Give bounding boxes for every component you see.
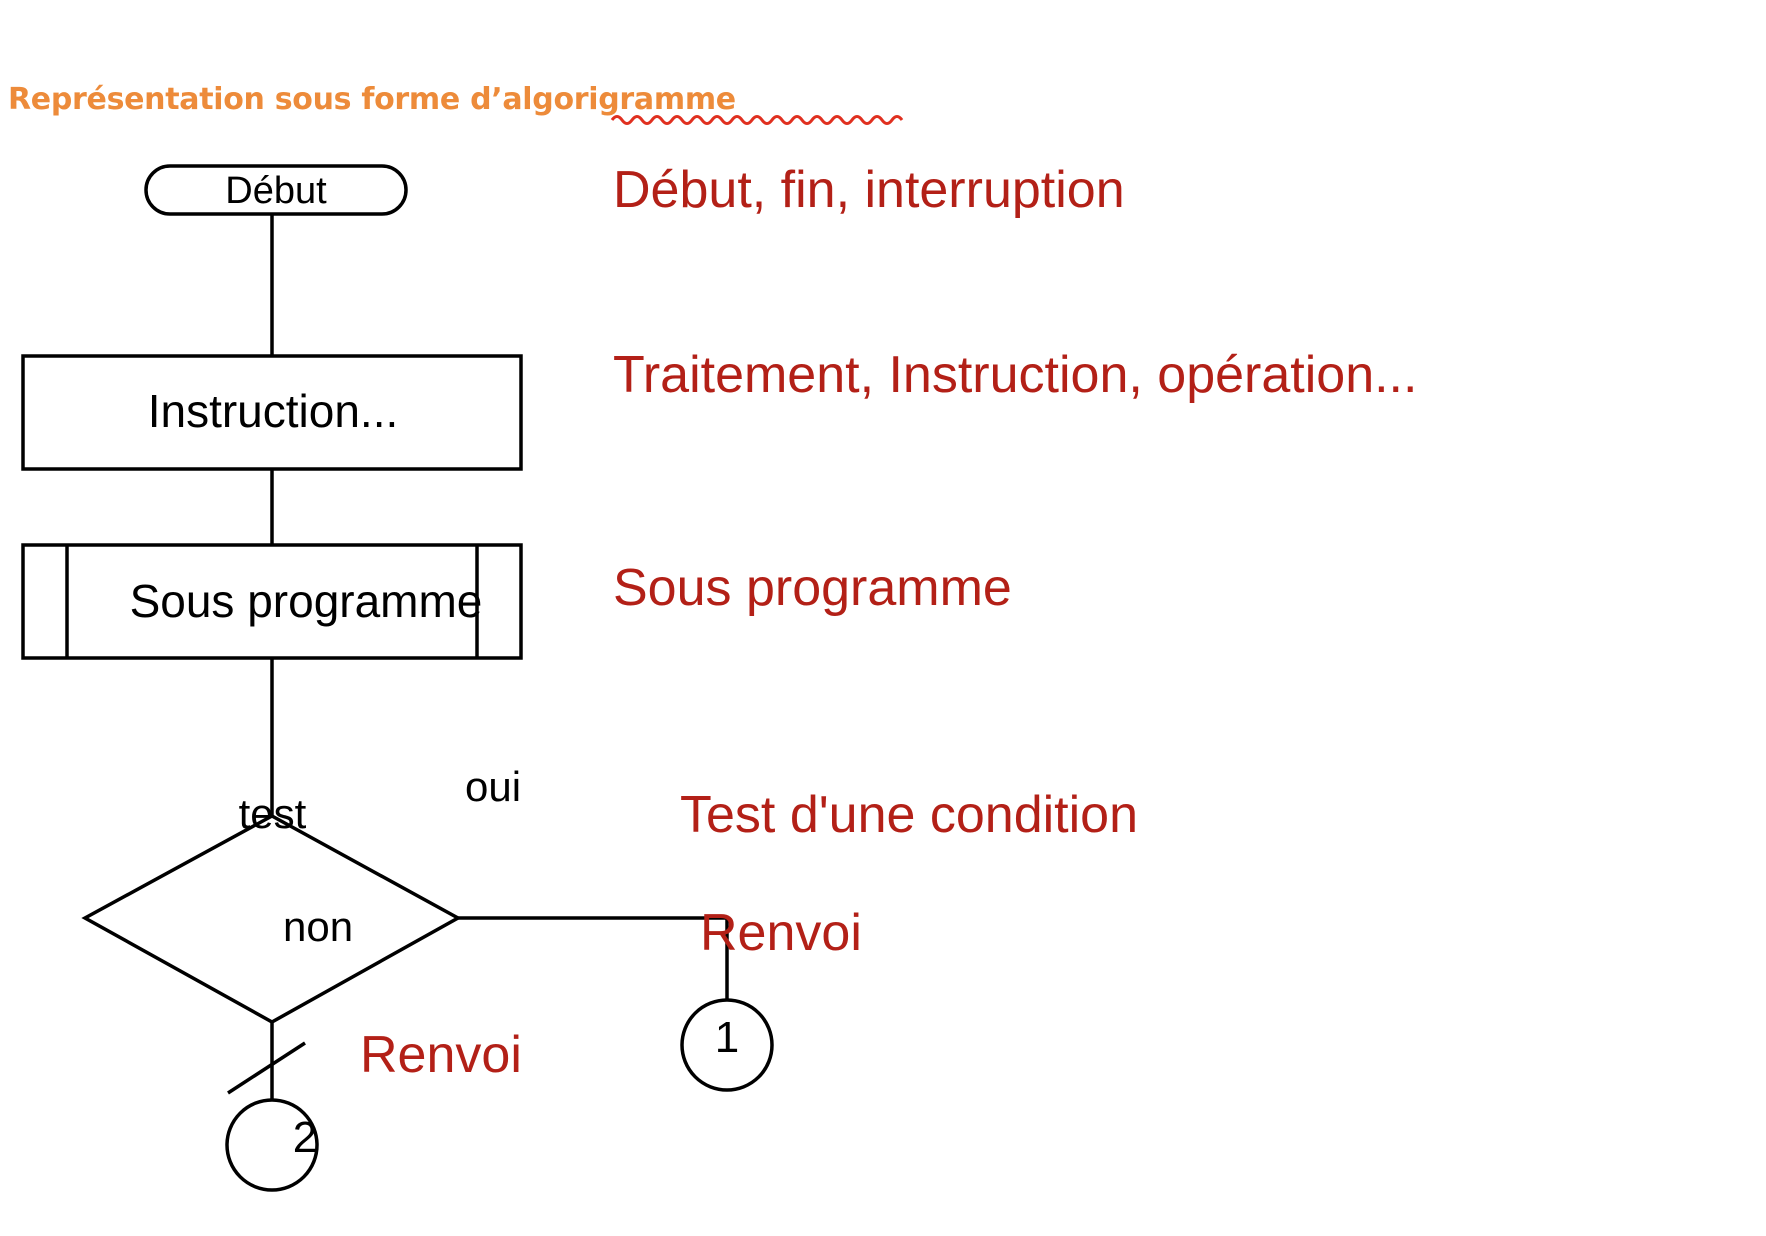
spellcheck-squiggle-icon [610,115,904,125]
node-connector2-shape [225,1098,319,1192]
edge-label-no: non [283,903,354,950]
legend-start: Début, fin, interruption [613,161,1125,219]
page-title: Représentation sous forme d’algorigramme [8,82,736,117]
node-process-label: Instruction... [147,385,399,437]
node-connector1-shape [680,998,774,1092]
edge-label-yes: oui [465,763,522,810]
node-connector2-label: 2 [292,1113,318,1162]
node-decision-shape [81,814,462,1025]
legend-connector2: Renvoi [360,1026,522,1084]
legend-decision: Test d'une condition [680,786,1139,844]
edge-no-slash-tick [227,1041,306,1095]
node-connector1-label: 1 [714,1013,740,1062]
node-process-shape [21,354,523,471]
node-subroutine-label: Sous programme [129,575,483,627]
node-decision-label: test [238,790,307,837]
node-start-shape [144,164,408,216]
legend-process: Traitement, Instruction, opération... [613,346,1418,404]
legend-subroutine: Sous programme [613,559,1012,617]
legend-connector1: Renvoi [700,904,862,962]
node-start-label: Début [225,170,327,212]
edge-decision-yes [458,916,729,1000]
